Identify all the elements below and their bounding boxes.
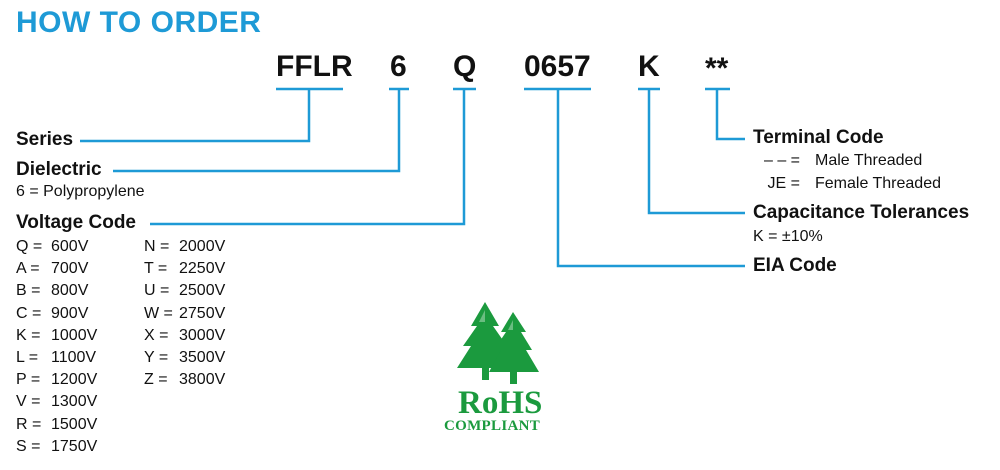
voltage-row: X = 3000V [144,325,225,347]
voltage-key: Z = [144,371,168,389]
voltage-column-1: Q = 600V A = 700V B = 800V C = 900V K = 1000V L = 1… [16,236,97,458]
voltage-key: X = [144,326,169,344]
voltage-value: 1300V [51,393,98,411]
rohs-compliant-text: COMPLIANT [444,418,541,434]
voltage-key: U = [144,282,170,300]
voltage-row: Y = 3500V [144,347,225,369]
voltage-value: 3800V [179,371,226,389]
page-title: HOW TO ORDER [16,6,262,39]
rohs-text: RoHS [458,385,543,421]
capacitance-tolerances-label: Capacitance Tolerances [753,202,970,223]
voltage-key: W = [144,304,173,322]
dielectric-label: Dielectric [16,159,102,180]
code-tolerance: K [638,50,660,83]
voltage-key: Q = [16,238,43,255]
code-series: FFLR [276,50,353,83]
terminal-row-1-value: Male Threaded [815,152,923,169]
terminal-row-2-key: JE = [767,175,800,192]
voltage-value: 2000V [179,238,226,255]
voltage-value: 1750V [51,437,98,455]
voltage-key: R = [16,415,42,433]
voltage-value: 600V [51,238,89,255]
voltage-value: 2500V [179,282,226,300]
voltage-row: V = 1300V [16,391,97,413]
voltage-value: 900V [51,304,89,322]
voltage-value: 3500V [179,349,226,367]
rohs-trees-icon [457,302,539,384]
voltage-row: A = 700V [16,258,97,280]
voltage-row: W = 2750V [144,303,225,325]
series-label: Series [16,129,74,150]
code-eia: 0657 [524,50,591,83]
eia-code-label: EIA Code [753,255,837,276]
voltage-value: 2250V [179,260,226,278]
dielectric-note: 6 = Polypropylene [16,183,145,200]
voltage-value: 700V [51,260,89,278]
voltage-value: 1000V [51,326,98,344]
voltage-row: K = 1000V [16,325,97,347]
voltage-row: N = 2000V [144,236,225,258]
voltage-column-2: N = 2000V T = 2250V U = 2500V W = 2750V X = 3000V… [144,236,225,391]
voltage-row: C = 900V [16,303,97,325]
code-voltage: Q [453,50,477,83]
voltage-key: V = [16,393,41,411]
voltage-key: P = [16,371,41,389]
voltage-row: Q = 600V [16,236,97,258]
voltage-row: B = 800V [16,280,97,302]
voltage-key: S = [16,437,41,455]
voltage-code-label: Voltage Code [16,212,136,233]
voltage-row: R = 1500V [16,414,97,436]
voltage-value: 1100V [51,349,97,367]
voltage-row: L = 1100V [16,347,97,369]
voltage-value: 1500V [51,415,98,433]
voltage-value: 800V [51,282,89,300]
voltage-row: P = 1200V [16,369,97,391]
voltage-key: B = [16,282,41,300]
voltage-value: 1200V [51,371,98,389]
voltage-value: 3000V [179,326,226,344]
voltage-row: S = 1750V [16,436,97,458]
voltage-row: T = 2250V [144,258,225,280]
voltage-key: L = [16,349,39,367]
code-terminal: ** [705,52,729,85]
terminal-row-2-value: Female Threaded [815,175,941,192]
tolerance-note: K = ±10% [753,228,823,245]
voltage-key: C = [16,304,42,322]
voltage-key: Y = [144,349,169,367]
voltage-key: T = [144,260,168,278]
voltage-row: Z = 3800V [144,369,225,391]
voltage-key: K = [16,326,41,344]
voltage-key: A = [16,260,40,278]
voltage-value: 2750V [179,304,226,322]
voltage-key: N = [144,238,170,255]
terminal-row-1-key: – – = [763,152,800,169]
code-dielectric: 6 [390,50,407,83]
terminal-code-label: Terminal Code [753,127,884,148]
voltage-row: U = 2500V [144,280,225,302]
